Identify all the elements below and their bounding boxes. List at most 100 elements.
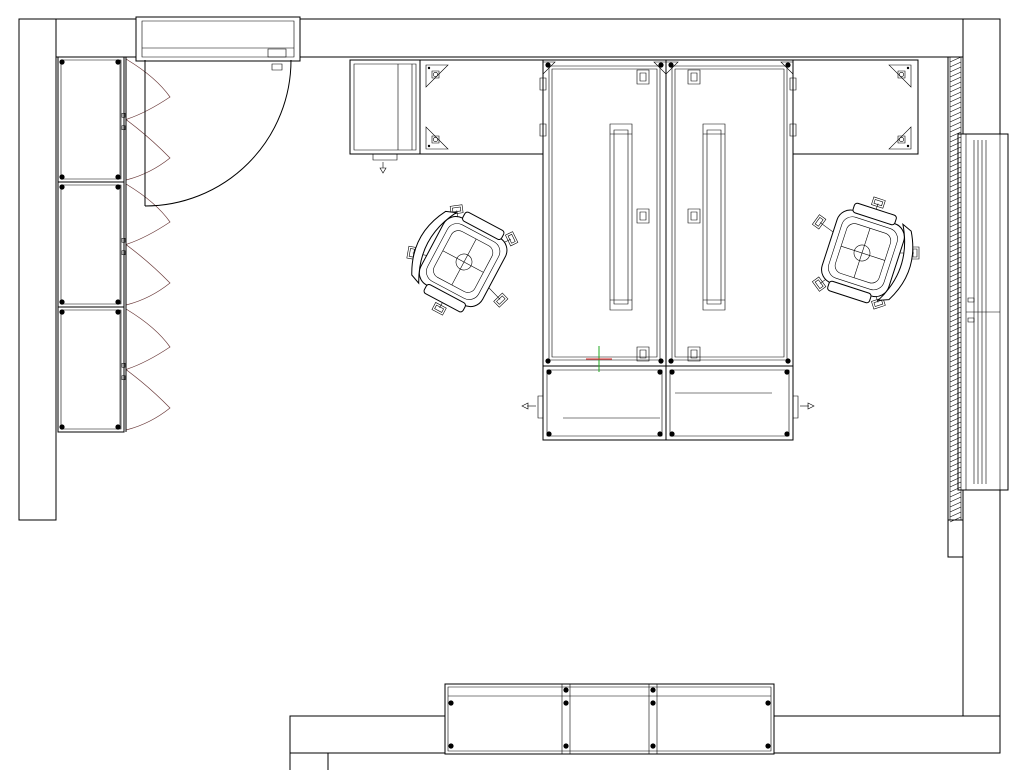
corner-bracket — [426, 127, 448, 149]
corner-bolt — [669, 431, 675, 437]
desk-2 — [666, 60, 793, 366]
wall-shelf-left[interactable] — [420, 60, 543, 154]
pedestal-handle — [793, 396, 798, 418]
desk-pedestals[interactable] — [522, 366, 814, 440]
chair-backrest — [878, 224, 922, 306]
pedestal-handle — [538, 396, 543, 418]
drawer-unit-top[interactable] — [350, 60, 420, 173]
office-chair-right — [793, 181, 933, 317]
corner-bolt — [650, 743, 656, 749]
desk-corner-bracket — [543, 62, 555, 74]
corner-bracket — [889, 65, 911, 87]
corner-bolt — [784, 431, 790, 437]
corner-bolt — [115, 309, 121, 315]
desk-leg-pad — [688, 209, 700, 223]
wardrobe-door-swing — [126, 59, 170, 120]
pedestal-2 — [666, 366, 793, 440]
wardrobe-door-swing — [126, 245, 170, 306]
window-right — [958, 134, 1008, 490]
left-wall — [19, 19, 56, 520]
corner-bolt — [669, 369, 675, 375]
corner-bolt — [59, 184, 65, 190]
low-cabinet-bottom[interactable] — [445, 684, 774, 754]
corner-bolt — [59, 59, 65, 65]
wall-cabinet-top[interactable] — [136, 17, 300, 70]
low-cabinet-body — [445, 684, 774, 754]
chair-backrest — [401, 203, 456, 283]
corner-bolt — [448, 743, 454, 749]
corner-bolt — [785, 358, 791, 364]
corner-bolt — [657, 369, 663, 375]
corner-bolt — [115, 424, 121, 430]
wardrobe-bay-2 — [58, 182, 124, 307]
desk-leg-pad — [688, 70, 700, 84]
corner-bolt — [765, 700, 771, 706]
chair-caster — [505, 232, 517, 246]
corner-bolt — [668, 62, 674, 68]
chair-armrest — [461, 211, 505, 240]
office-chair-left — [388, 192, 537, 339]
corner-bolt — [650, 687, 656, 693]
chair-caster — [432, 302, 446, 315]
desk-leg-pad — [688, 347, 700, 361]
chair-caster — [812, 215, 826, 229]
chair-caster — [871, 298, 885, 309]
corner-bolt — [115, 174, 121, 180]
desk-center-rail — [610, 124, 632, 310]
chair-caster — [812, 277, 826, 291]
wardrobe-bay-3 — [58, 307, 124, 432]
wardrobe-handle — [122, 376, 125, 380]
pedestal-1 — [543, 366, 666, 440]
corner-bolt — [448, 700, 454, 706]
wardrobe-handle — [122, 363, 125, 367]
chair-armrest — [852, 202, 897, 225]
corner-bolt — [563, 687, 569, 693]
corner-bracket — [889, 127, 911, 149]
chair-armrest — [423, 283, 467, 312]
cad-crosshair-cursor — [586, 346, 612, 372]
corner-bolt — [546, 431, 552, 437]
chair-caster — [494, 293, 508, 307]
wardrobe-door-swing — [126, 370, 170, 431]
wardrobe-bay-1 — [58, 57, 124, 182]
corner-bolt — [546, 369, 552, 375]
entry-door[interactable] — [145, 60, 291, 206]
desk-corner-bracket — [781, 62, 793, 74]
wardrobe-door-swing — [126, 120, 170, 181]
corner-bolt — [658, 62, 664, 68]
corner-bolt — [59, 299, 65, 305]
corner-bolt — [115, 184, 121, 190]
corner-bolt — [59, 424, 65, 430]
corner-bolt — [545, 62, 551, 68]
shelf-brackets — [426, 65, 911, 149]
corner-bolt — [785, 62, 791, 68]
desk-center-rail — [703, 124, 725, 310]
corner-bolt — [765, 743, 771, 749]
desk-leg-pad — [637, 70, 649, 84]
corner-bolt — [650, 700, 656, 706]
wall-shelf-right[interactable] — [793, 60, 918, 154]
wardrobe-door-swing — [126, 309, 170, 370]
corner-bolt — [115, 59, 121, 65]
wardrobe-handle — [122, 251, 125, 255]
corner-bolt — [668, 358, 674, 364]
chair-caster — [871, 197, 885, 208]
desk-side-clip — [540, 124, 546, 136]
chair-caster — [450, 205, 463, 215]
desk-side-clip — [790, 124, 796, 136]
corner-bolt — [658, 358, 664, 364]
desk-1 — [543, 60, 666, 366]
desk-side-clip — [540, 78, 546, 90]
wardrobe-left[interactable] — [58, 57, 170, 432]
wardrobe-handle — [122, 238, 125, 242]
corner-bolt — [115, 299, 121, 305]
desk-pair[interactable] — [540, 60, 796, 366]
office-chairs[interactable] — [388, 181, 933, 338]
desk-leg-pad — [637, 347, 649, 361]
corner-bolt — [59, 309, 65, 315]
desk-side-clip — [790, 78, 796, 90]
radiator-strip — [950, 57, 961, 522]
wardrobe-handle — [122, 113, 125, 117]
corner-bolt — [563, 700, 569, 706]
